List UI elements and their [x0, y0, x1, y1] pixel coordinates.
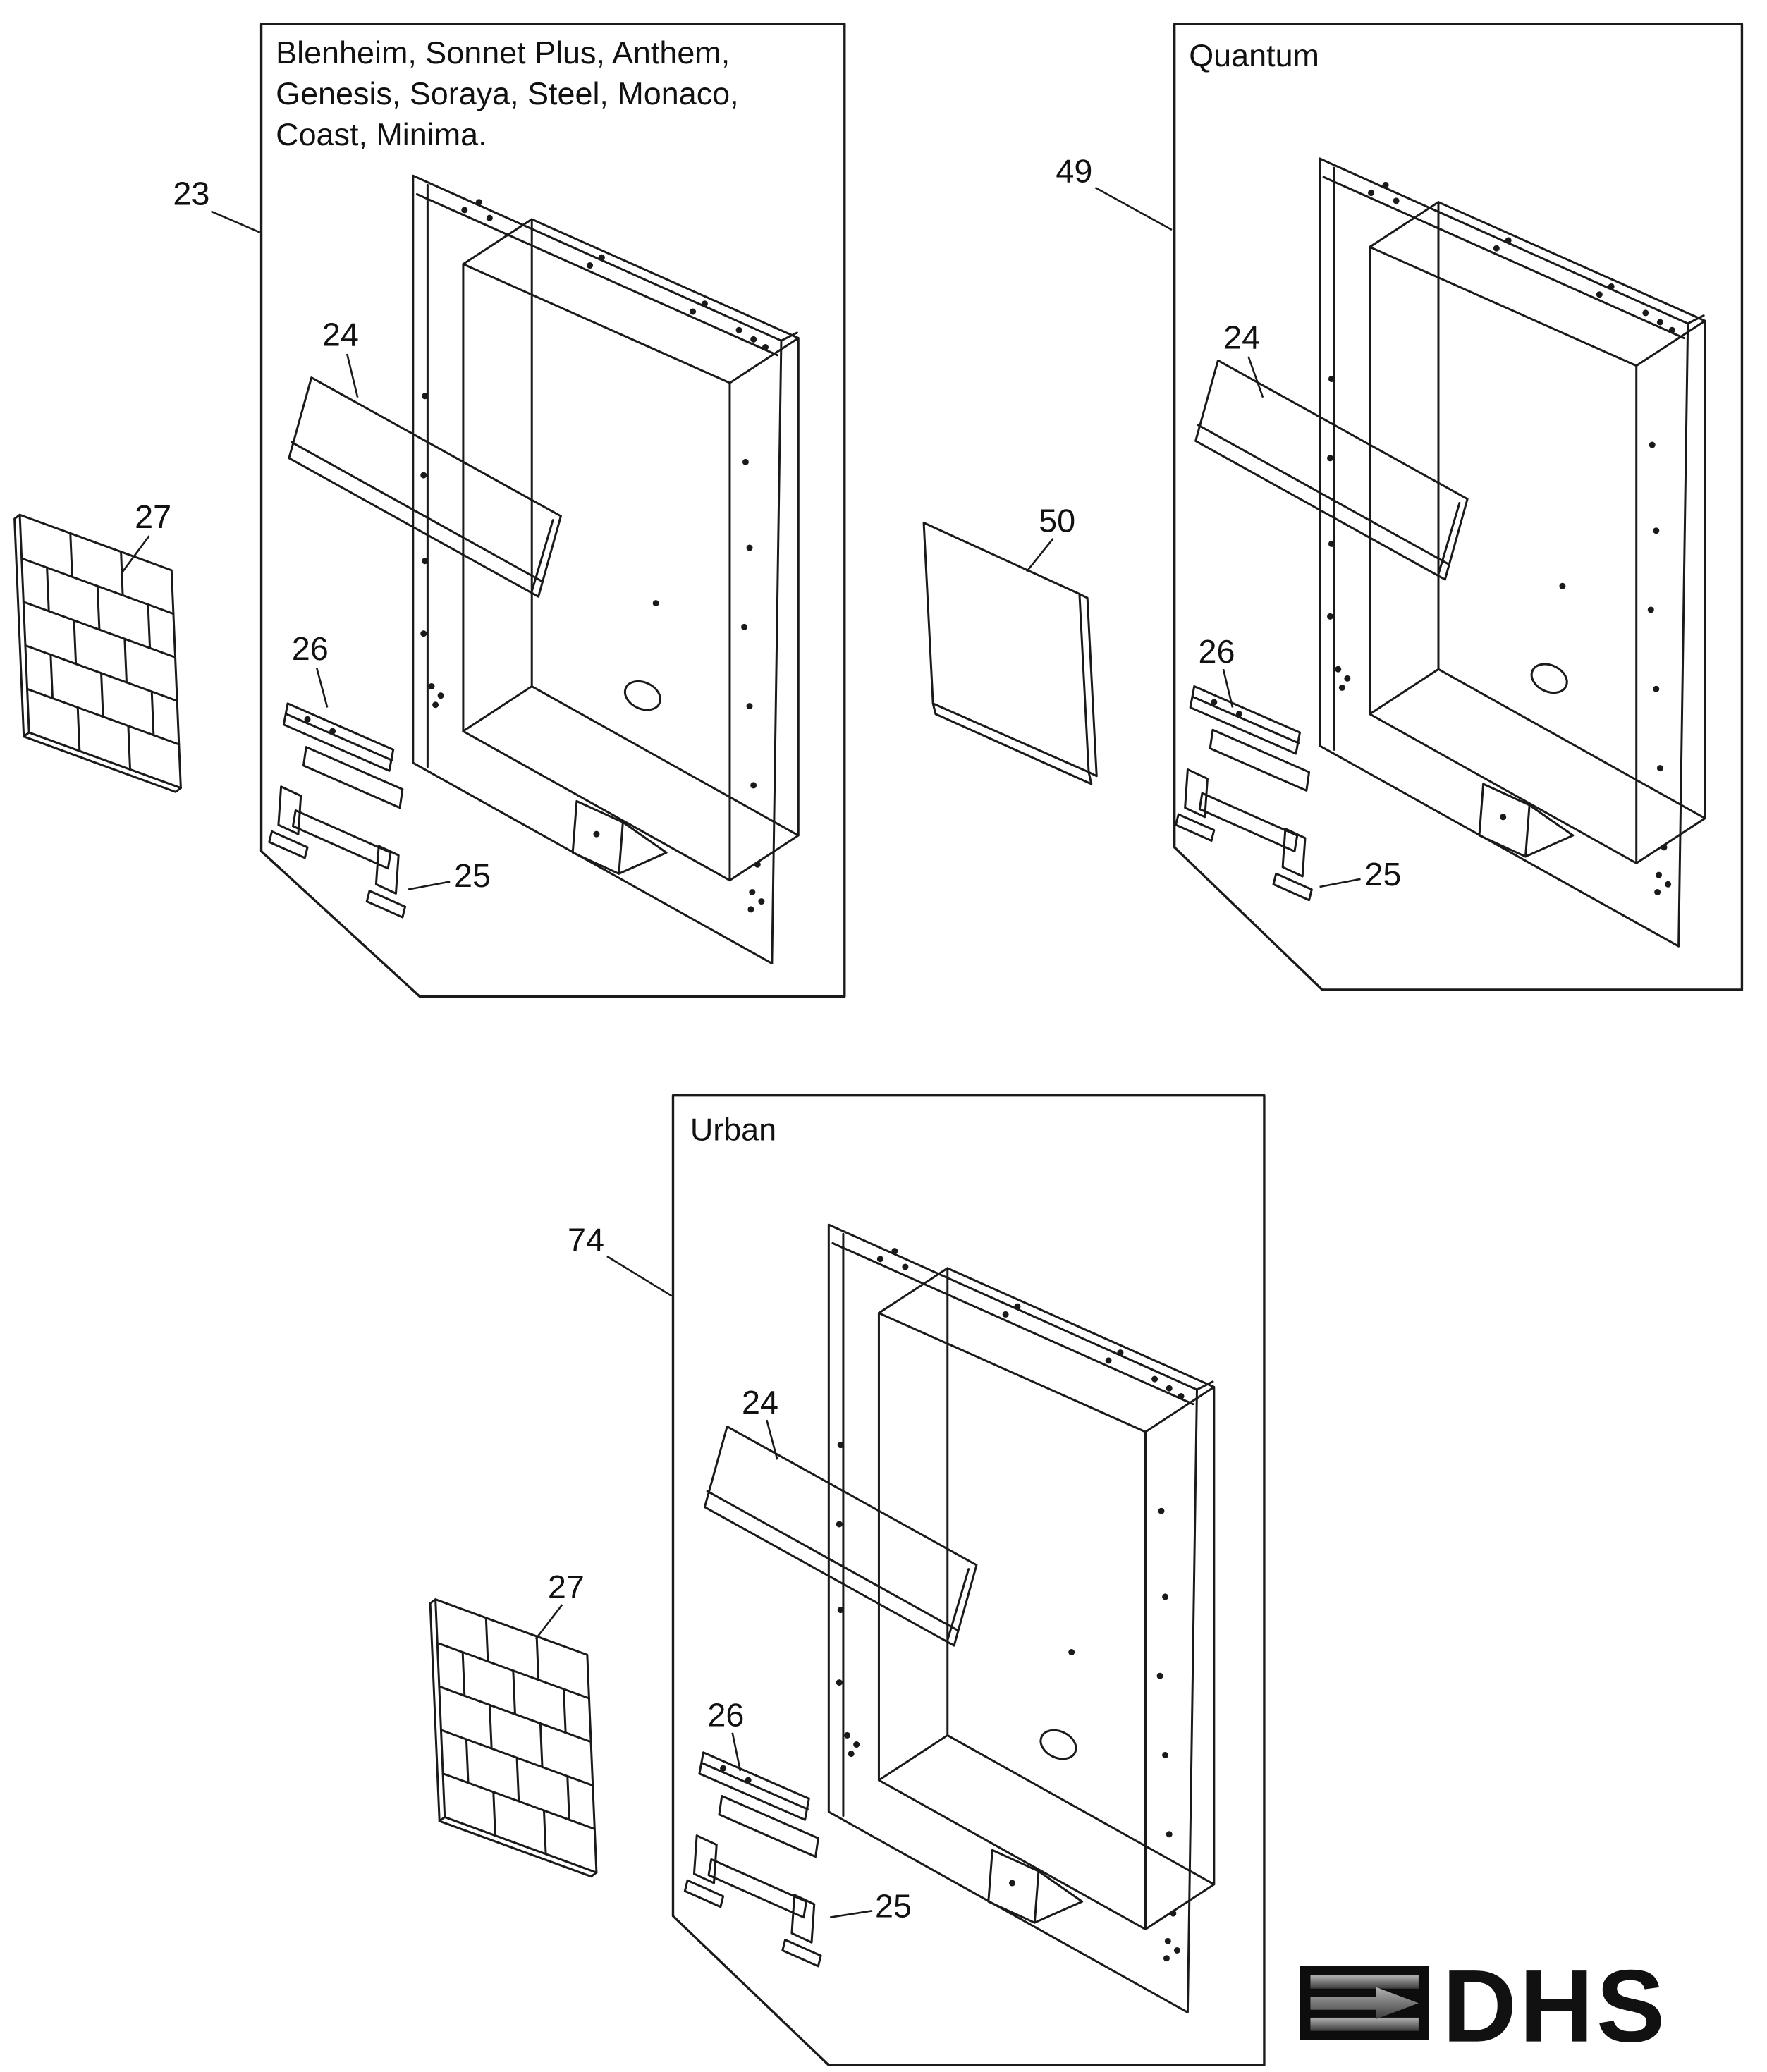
part-label-74: 74 — [568, 1222, 604, 1258]
panel-blenheim-title-line-1: Blenheim, Sonnet Plus, Anthem, — [276, 35, 730, 71]
brick-panel-27-urban — [429, 1598, 598, 1878]
panel-blenheim-title-line-2: Genesis, Soraya, Steel, Monaco, — [276, 75, 738, 111]
panel-quantum-title: Quantum — [1189, 37, 1319, 73]
part-label-49: 49 — [1056, 153, 1092, 190]
part-label-26-quantum: 26 — [1199, 633, 1235, 670]
part-label-50: 50 — [1039, 503, 1075, 539]
firebox-drawing-urban — [683, 1223, 1216, 2014]
panel-blenheim-border — [259, 23, 846, 998]
part-label-27-blenheim: 27 — [135, 498, 171, 535]
arrow-icon — [1310, 1987, 1419, 2019]
part-label-24-blenheim: 24 — [322, 317, 359, 353]
part-label-24-quantum: 24 — [1223, 319, 1260, 355]
rear-panel-50 — [922, 521, 1098, 785]
part-label-25-urban: 25 — [875, 1888, 912, 1925]
brick-panel-27-blenheim — [13, 513, 183, 793]
panel-blenheim-title-line-3: Coast, Minima. — [276, 116, 487, 152]
part-label-26-urban: 26 — [707, 1696, 744, 1733]
part-label-25-blenheim: 25 — [454, 857, 491, 894]
part-label-27-urban: 27 — [548, 1569, 585, 1605]
part-label-25-quantum: 25 — [1364, 856, 1401, 893]
firebox-drawing-quantum — [1174, 157, 1706, 948]
firebox-drawing-blenheim — [268, 174, 800, 965]
part-label-24-urban: 24 — [742, 1384, 778, 1421]
dhs-logo: DHS — [1300, 1949, 1668, 2064]
panel-urban-border — [671, 1094, 1266, 2066]
dhs-logo-icon — [1300, 1966, 1429, 2040]
panel-quantum-border — [1173, 23, 1744, 991]
part-label-26-blenheim: 26 — [292, 630, 329, 667]
part-label-23: 23 — [173, 175, 209, 212]
panel-urban-title: Urban — [690, 1111, 776, 1147]
leader-lines — [122, 186, 1361, 1918]
dhs-logo-text: DHS — [1443, 1949, 1668, 2064]
